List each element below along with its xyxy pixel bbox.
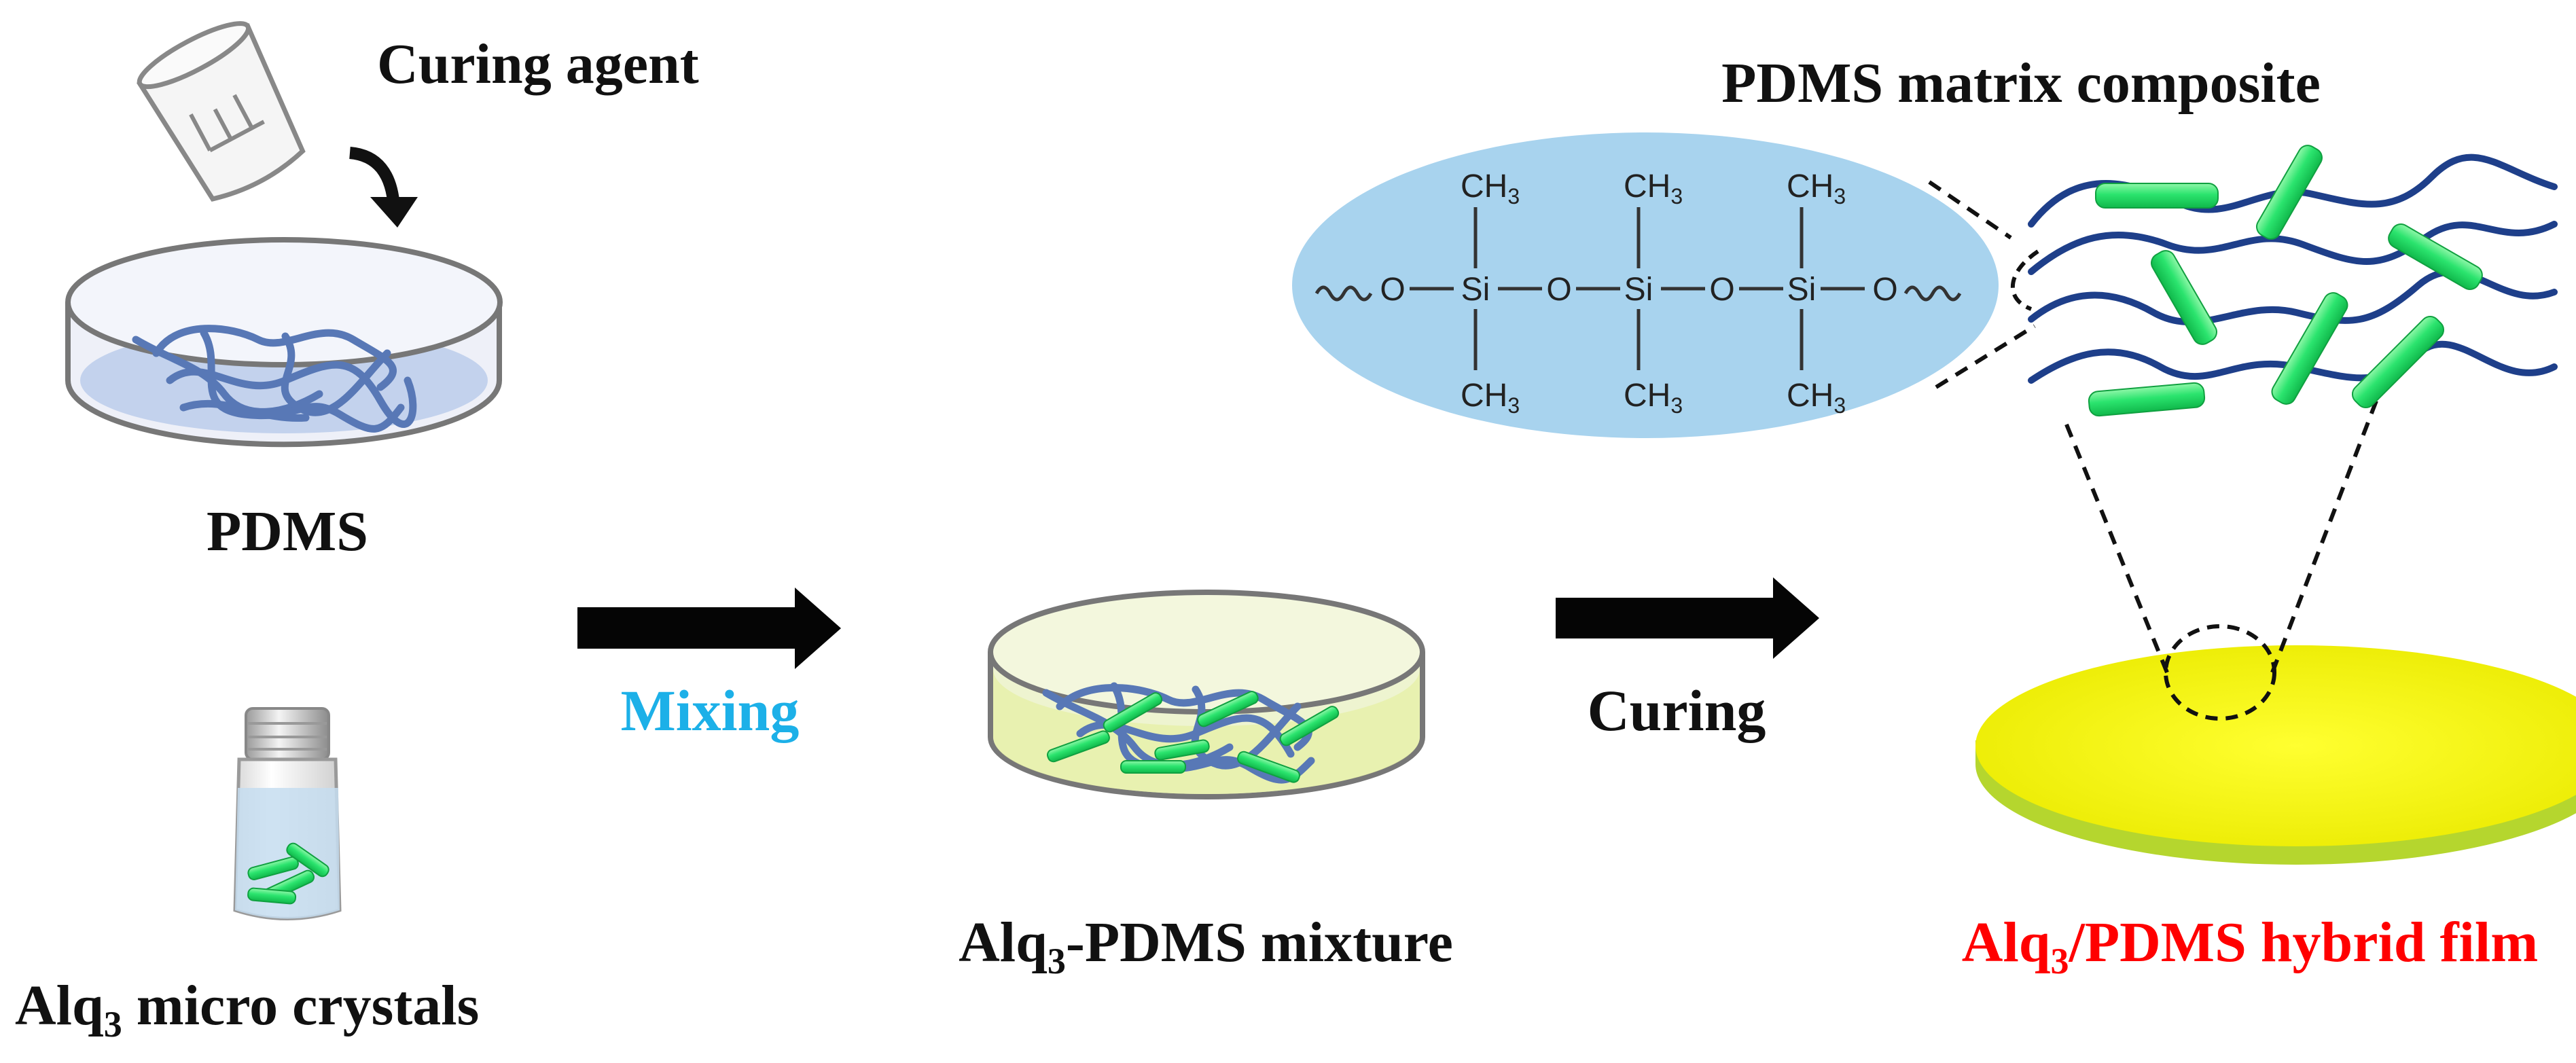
svg-text:CH3: CH3 xyxy=(1461,378,1520,418)
polymer-chains xyxy=(132,325,417,433)
ellipse-zoom-lines xyxy=(1928,180,2036,389)
beaker-icon xyxy=(136,21,306,202)
curing-agent-label: Curing agent xyxy=(377,33,699,96)
svg-text:CH3: CH3 xyxy=(1461,168,1520,209)
mixture-dish xyxy=(988,590,1425,799)
svg-text:O: O xyxy=(1872,272,1897,308)
matrix-crystals xyxy=(2088,145,2483,417)
svg-text:CH3: CH3 xyxy=(1624,378,1683,418)
film-label: Alq3/PDMS hybrid film xyxy=(1962,911,2538,981)
curing-arrow-icon xyxy=(1556,577,1819,659)
svg-text:O: O xyxy=(1546,272,1571,308)
pdms-chemical-structure: O Si O Si O Si O CH3 CH3 CH3 CH3 CH3 CH3 xyxy=(1292,132,1999,438)
chain-zoom-circle xyxy=(2011,249,2039,311)
svg-text:CH3: CH3 xyxy=(1787,378,1846,418)
pour-arrow-icon xyxy=(348,147,400,208)
vial-icon xyxy=(233,707,342,920)
curing-label: Curing xyxy=(1588,678,1766,743)
svg-text:Si: Si xyxy=(1787,272,1817,308)
svg-text:Si: Si xyxy=(1461,272,1490,308)
composite-matrix xyxy=(2028,145,2558,417)
svg-text:Si: Si xyxy=(1624,272,1653,308)
svg-text:O: O xyxy=(1709,272,1734,308)
mixing-arrow-icon xyxy=(577,588,841,669)
structure-bonds xyxy=(1314,207,1962,370)
mixture-label: Alq3-PDMS mixture xyxy=(959,911,1453,981)
alq3-crystals-label: Alq3 micro crystals xyxy=(15,974,479,1045)
pour-arrow-head xyxy=(370,197,418,228)
pdms-label: PDMS xyxy=(207,500,368,563)
svg-text:CH3: CH3 xyxy=(1624,168,1683,209)
mixture-crystals xyxy=(1047,691,1340,783)
svg-text:CH3: CH3 xyxy=(1787,168,1846,209)
pdms-dish xyxy=(65,237,503,448)
hybrid-film xyxy=(1975,624,2576,865)
matrix-title: PDMS matrix composite xyxy=(1721,52,2321,115)
structure-atoms: O Si O Si O Si O CH3 CH3 CH3 CH3 CH3 CH3 xyxy=(1380,168,1897,418)
svg-text:O: O xyxy=(1380,272,1405,308)
mixing-label: Mixing xyxy=(621,678,800,743)
crystal-cluster xyxy=(247,842,329,905)
zoom-lines xyxy=(2063,396,2380,674)
